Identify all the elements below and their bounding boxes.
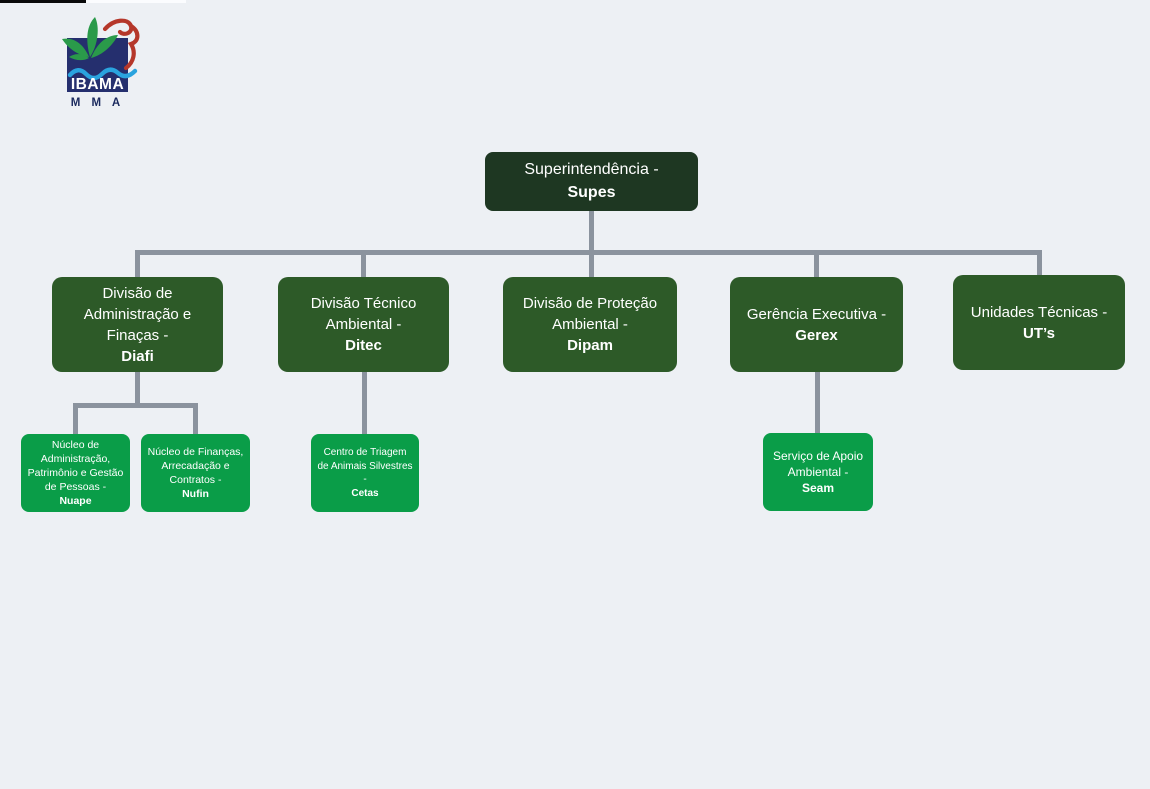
logo-text: IBAMA	[71, 76, 124, 93]
node-abbr: Nuape	[59, 495, 92, 508]
bird-icon	[102, 18, 140, 71]
connector-ditec-cetas	[362, 372, 367, 434]
org-node-nuape: Núcleo de Administração, Patrimônio e Ge…	[21, 434, 130, 512]
wave-icon	[67, 67, 138, 81]
org-node-cetas: Centro de Triagem de Animais Silvestres …	[311, 434, 419, 512]
node-title: Divisão Técnico Ambiental -	[310, 295, 417, 333]
connector-gerex-seam	[815, 372, 820, 433]
node-abbr: UT’s	[1023, 324, 1055, 342]
node-abbr: Gerex	[795, 326, 838, 344]
node-abbr: Diafi	[121, 347, 154, 365]
node-title: Serviço de Apoio Ambiental -	[772, 448, 864, 479]
org-node-supes: Superintendência - Supes	[485, 152, 698, 211]
node-title: Divisão de Proteção Ambiental -	[522, 295, 658, 333]
node-title: Unidades Técnicas -	[970, 303, 1108, 321]
node-title: Divisão de Administração e Finaças -	[83, 284, 192, 344]
leaf-icon	[62, 17, 118, 61]
org-node-nufin: Núcleo de Finanças, Arrecadação e Contra…	[141, 434, 250, 512]
node-abbr: Cetas	[351, 487, 379, 499]
node-abbr: Dipam	[567, 337, 613, 354]
connector-main-horizontal	[135, 250, 1042, 255]
org-node-ditec: Divisão Técnico Ambiental - Ditec	[278, 277, 449, 372]
node-abbr: Seam	[801, 481, 835, 496]
node-title: Gerência Executiva -	[746, 305, 887, 323]
connector-drop-ditec	[361, 250, 366, 277]
org-node-diafi: Divisão de Administração e Finaças - Dia…	[52, 277, 223, 372]
node-title: Superintendência -	[524, 160, 659, 178]
connector-drop-gerex	[814, 250, 819, 277]
connector-drop-diafi	[135, 250, 140, 277]
logo-subtext: M M A	[71, 97, 124, 109]
connector-supes-drop	[589, 211, 594, 277]
org-node-gerex: Gerência Executiva - Gerex	[730, 277, 903, 372]
node-abbr: Nufin	[182, 488, 209, 501]
node-abbr: Supes	[567, 183, 616, 201]
node-title: Núcleo de Administração, Patrimônio e Ge…	[27, 438, 124, 494]
top-edge-artifact-dark	[0, 0, 86, 3]
connector-diafi-horizontal	[73, 403, 198, 408]
connector-diafi-subtree-drop	[135, 372, 140, 408]
connector-drop-uts	[1037, 250, 1042, 277]
org-node-uts: Unidades Técnicas - UT’s	[953, 275, 1125, 370]
node-abbr: Ditec	[345, 337, 382, 354]
node-title: Centro de Triagem de Animais Silvestres …	[317, 447, 413, 485]
connector-drop-nufin	[193, 403, 198, 434]
node-title: Núcleo de Finanças, Arrecadação e Contra…	[147, 445, 244, 486]
org-node-seam: Serviço de Apoio Ambiental - Seam	[763, 433, 873, 511]
org-node-dipam: Divisão de Proteção Ambiental - Dipam	[503, 277, 677, 372]
connector-drop-nuape	[73, 403, 78, 434]
ibama-logo-graphic: IBAMA M M A	[62, 17, 140, 109]
top-edge-artifact-light	[86, 0, 186, 3]
ibama-logo: IBAMA M M A	[53, 12, 145, 112]
